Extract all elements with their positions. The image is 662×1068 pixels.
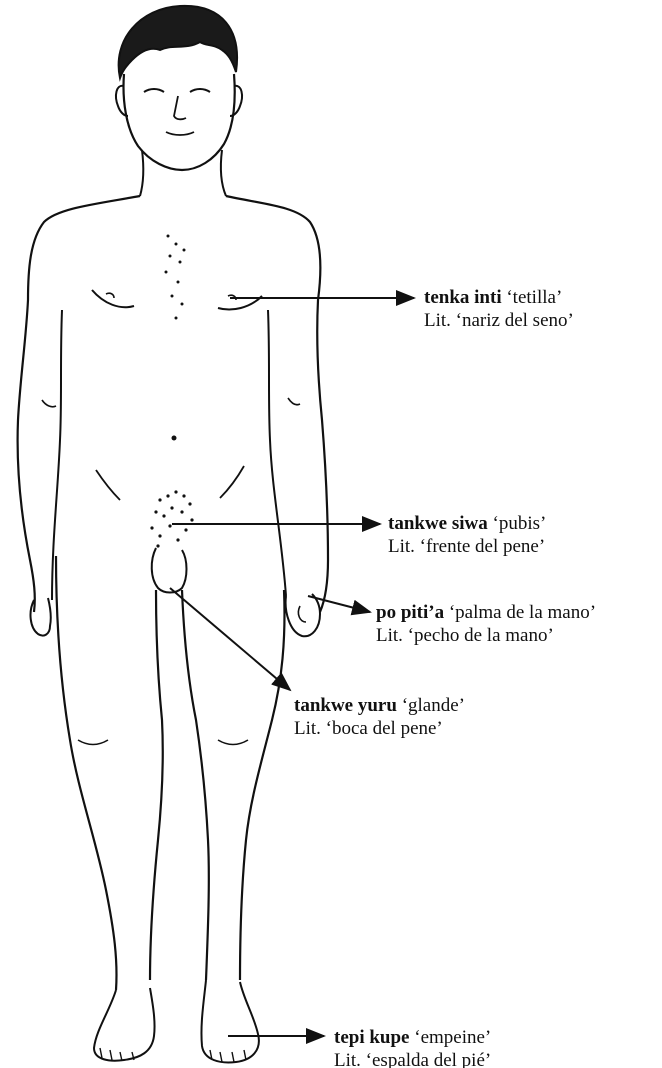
hair	[119, 6, 237, 78]
genitals	[152, 548, 187, 593]
pubic-hair	[150, 490, 193, 547]
neck-right	[221, 150, 226, 196]
label-tankwe-yuru: tankwe yuru ‘glande’ Lit. ‘boca del pene…	[294, 694, 465, 740]
left-arm-outer	[18, 196, 140, 612]
groin-left	[96, 470, 120, 500]
navel	[172, 436, 177, 441]
label-term: tankwe siwa	[388, 513, 488, 534]
head-outline	[124, 74, 235, 170]
label-term: tepi kupe	[334, 1027, 410, 1048]
label-literal: Lit. ‘pecho de la mano’	[376, 624, 596, 647]
label-literal: Lit. ‘nariz del seno’	[424, 309, 574, 332]
nipple-left	[106, 293, 114, 298]
right-arm-inner	[268, 310, 286, 596]
right-hand	[286, 594, 320, 636]
left-foot	[94, 988, 155, 1061]
label-term: po piti’a	[376, 602, 444, 623]
label-term: tenka inti	[424, 287, 502, 308]
label-po-pitia: po piti’a ‘palma de la mano’ Lit. ‘pecho…	[376, 601, 596, 647]
label-literal: Lit. ‘frente del pene’	[388, 535, 546, 558]
label-gloss: ‘palma de la mano’	[449, 602, 596, 623]
chest-left	[92, 290, 134, 307]
right-thumb	[298, 606, 306, 622]
right-leg-outer	[240, 590, 285, 980]
groin-right	[220, 466, 244, 498]
label-tepi-kupe: tepi kupe ‘empeine’ Lit. ‘espalda del pi…	[334, 1026, 491, 1068]
chest-hair	[165, 235, 186, 320]
label-literal: Lit. ‘espalda del pié’	[334, 1049, 491, 1068]
ribs-left	[42, 400, 56, 407]
arrow-palm	[308, 596, 370, 612]
right-leg-inner	[182, 590, 209, 980]
left-leg-inner	[150, 590, 163, 980]
label-gloss: ‘tetilla’	[506, 287, 562, 308]
mouth	[166, 132, 194, 135]
eye-right	[190, 89, 210, 92]
ribs-right	[288, 398, 300, 405]
neck-left	[140, 150, 143, 196]
label-literal: Lit. ‘boca del pene’	[294, 717, 465, 740]
label-gloss: ‘pubis’	[493, 513, 547, 534]
label-gloss: ‘empeine’	[414, 1027, 491, 1048]
nose	[174, 96, 186, 119]
ear-right	[230, 86, 242, 116]
label-tankwe-siwa: tankwe siwa ‘pubis’ Lit. ‘frente del pen…	[388, 512, 546, 558]
left-leg-outer	[56, 556, 117, 990]
eye-left	[144, 89, 164, 92]
label-term: tankwe yuru	[294, 695, 397, 716]
left-knee	[78, 740, 108, 745]
label-gloss: ‘glande’	[402, 695, 465, 716]
right-arm-outer	[226, 196, 328, 612]
label-tenka-inti: tenka inti ‘tetilla’ Lit. ‘nariz del sen…	[424, 286, 574, 332]
right-knee	[218, 740, 248, 745]
